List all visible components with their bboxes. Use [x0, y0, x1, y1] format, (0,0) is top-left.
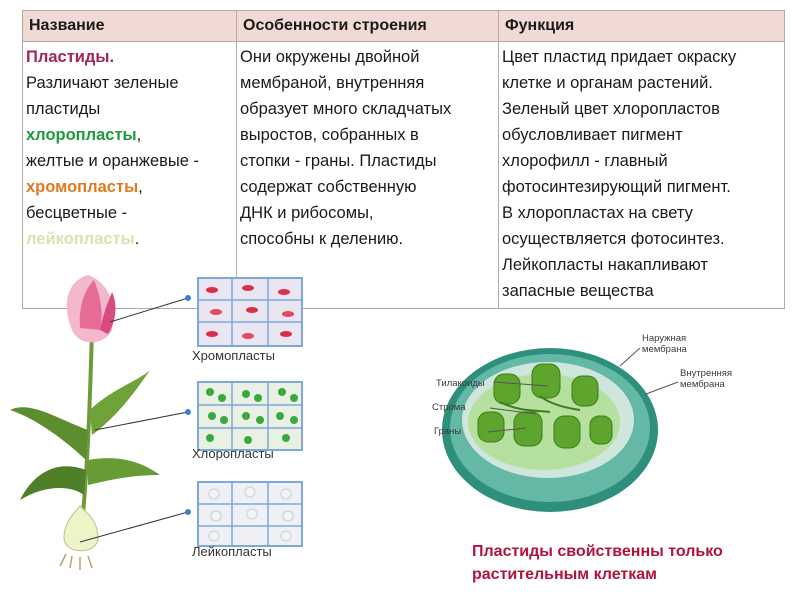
- leucoplast-cells: [197, 481, 303, 547]
- chloroplast-cells: [197, 381, 303, 451]
- caption: Пластиды свойственны только растительным…: [472, 543, 723, 583]
- plastids-title: Пластиды.: [26, 48, 115, 66]
- structure-line: выростов, собранных в: [240, 126, 419, 144]
- dot: .: [134, 230, 140, 248]
- structure-line: образует много складчатых: [240, 100, 452, 118]
- comma: ,: [138, 178, 143, 196]
- chloroplasts-label: Хлоропласты: [192, 446, 274, 461]
- stroma-label: Строма: [432, 402, 466, 413]
- chromoplasts-term: хромопласты: [26, 178, 139, 196]
- function-line: Зеленый цвет хлоропластов: [502, 100, 720, 118]
- structure-line: содержат собственную: [240, 178, 417, 196]
- plastids-table: Название Особенности строения Функция Пл…: [22, 10, 785, 309]
- table-row: Пластиды. Различают зеленые пластиды хло…: [22, 41, 785, 309]
- name-line: Различают зеленые: [26, 74, 179, 92]
- function-line: фотосинтезирующий пигмент.: [502, 178, 731, 196]
- chloroplasts-term: хлоропласты: [26, 126, 137, 144]
- grana-label: Граны: [434, 426, 462, 437]
- header-name: Название: [22, 10, 237, 42]
- outer-membrane-label: Наружная мембрана: [642, 333, 687, 355]
- diagram-pointers: [487, 347, 679, 433]
- function-line: осуществляется фотосинтез.: [502, 230, 725, 248]
- structure-line: стопки - граны. Пластиды: [240, 152, 437, 170]
- comma: ,: [136, 126, 142, 144]
- function-line: обусловливает пигмент: [502, 126, 683, 144]
- leucoplasts-label: Лейкопласты: [192, 544, 272, 559]
- inner-membrane-label: Внутренняя мембрана: [680, 368, 733, 390]
- function-line: В хлоропластах на свету: [502, 204, 693, 222]
- plant-illustration: [10, 275, 303, 570]
- chloroplast-diagram: [442, 348, 658, 512]
- chromoplast-cells: [197, 277, 303, 347]
- structure-line: Они окружены двойной: [240, 48, 420, 66]
- structure-cell: Они окружены двойной мембраной, внутренн…: [236, 41, 499, 309]
- structure-line: ДНК и рибосомы,: [240, 204, 374, 222]
- name-line: желтые и оранжевые -: [26, 152, 200, 170]
- structure-line: способны к делению.: [240, 230, 404, 248]
- structure-line: мембраной, внутренняя: [240, 74, 425, 92]
- thylakoids-label: Тилакоиды: [436, 378, 485, 389]
- function-cell: Цвет пластид придает окраску клетке и ор…: [498, 41, 785, 309]
- function-line: Лейкопласты накапливают: [502, 256, 708, 274]
- table-header-row: Название Особенности строения Функция: [22, 10, 785, 42]
- function-line: хлорофилл - главный: [502, 152, 668, 170]
- header-function: Функция: [498, 10, 785, 42]
- header-structure: Особенности строения: [236, 10, 499, 42]
- leucoplasts-term: лейкопласты: [26, 230, 135, 248]
- function-line: запасные вещества: [502, 282, 654, 300]
- name-cell: Пластиды. Различают зеленые пластиды хло…: [22, 41, 237, 309]
- function-line: Цвет пластид придает окраску: [502, 48, 737, 66]
- name-line: пластиды: [26, 100, 101, 118]
- chromoplasts-label: Хромопласты: [192, 348, 275, 363]
- name-line: бесцветные -: [26, 204, 128, 222]
- function-line: клетке и органам растений.: [502, 74, 713, 92]
